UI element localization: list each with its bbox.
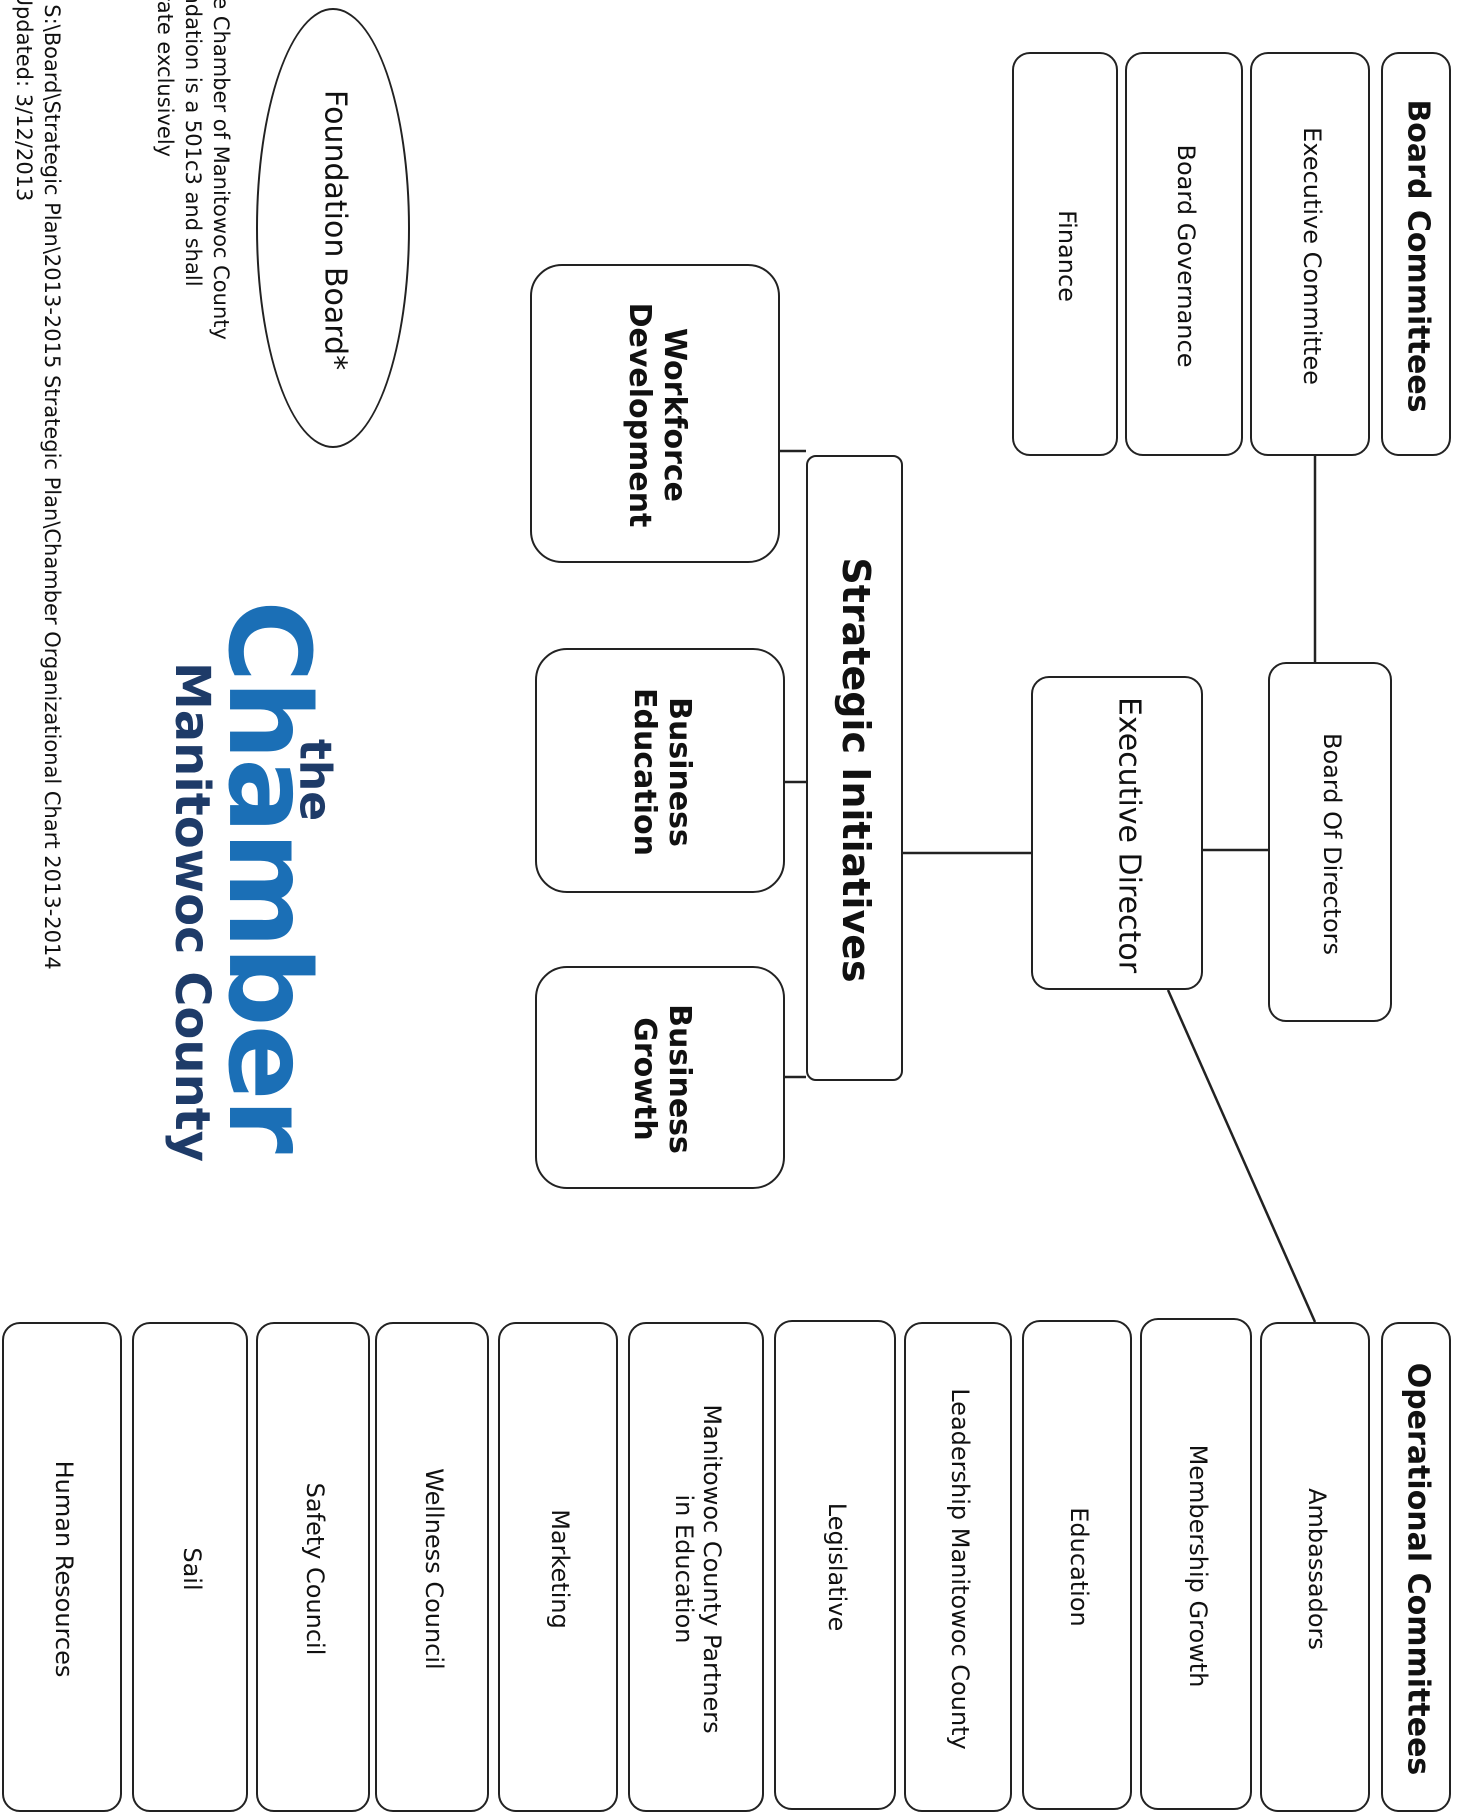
initiative-box-growth: Business Growth	[535, 966, 785, 1189]
updated-date-text: Updated: 3/12/2013	[12, 0, 36, 202]
committee-label: Executive Committee	[1298, 127, 1326, 385]
executive-director-box: Executive Director	[1031, 676, 1203, 990]
committee-label: Board Governance	[1172, 144, 1200, 368]
op-committee-label: Human Resources	[50, 1460, 78, 1678]
board-committees-header: Board Committees	[1381, 52, 1451, 456]
operational-committees-title: Operational Committees	[1400, 1362, 1436, 1776]
foundation-board-label: Foundation Board*	[317, 89, 353, 371]
logo-chamber-text: Chamber	[203, 600, 333, 1152]
foundation-footnote: * The Chamber of Manitowoc County Founda…	[153, 0, 233, 340]
op-committee-label: Education	[1065, 1507, 1093, 1627]
op-committee-label: Ambassadors	[1303, 1488, 1331, 1650]
initiative-label: Business Education	[627, 688, 697, 856]
strategic-initiatives-box: Strategic Initiatives	[806, 455, 903, 1081]
initiative-box-workforce: Workforce Development	[530, 264, 780, 563]
committee-label: Finance	[1053, 210, 1081, 302]
line-exec-director-to-operational	[1166, 989, 1317, 1323]
foundation-board-ellipse: Foundation Board*	[256, 8, 410, 448]
board-of-directors-label: Board Of Directors	[1318, 732, 1346, 956]
op-committee-box: Safety Council	[256, 1322, 370, 1812]
committee-box-executive: Executive Committee	[1250, 52, 1370, 456]
op-committee-box: Human Resources	[2, 1322, 122, 1812]
op-committee-box: Ambassadors	[1260, 1322, 1370, 1812]
op-committee-label: Marketing	[546, 1509, 574, 1629]
op-committee-box: Sail	[132, 1322, 248, 1812]
initiative-label: Workforce Development	[622, 302, 692, 528]
file-path-text: S:\Board\Strategic Plan\2013-2015 Strate…	[40, 4, 64, 970]
strategic-initiatives-title: Strategic Initiatives	[834, 557, 878, 983]
initiative-label: Business Growth	[627, 1004, 697, 1154]
op-committee-box: Legislative	[774, 1320, 896, 1810]
op-committee-box: Membership Growth	[1140, 1318, 1252, 1810]
op-committee-box: Marketing	[498, 1322, 618, 1812]
op-committee-box: Manitowoc County Partners in Education	[628, 1322, 764, 1812]
op-committee-label: Membership Growth	[1184, 1444, 1212, 1688]
op-committee-label: Safety Council	[301, 1482, 329, 1656]
op-committee-box: Wellness Council	[375, 1322, 489, 1812]
op-committee-label: Leadership Manitowoc County	[946, 1388, 974, 1750]
op-committee-box: Leadership Manitowoc County	[904, 1322, 1012, 1812]
board-of-directors-box: Board Of Directors	[1268, 662, 1392, 1022]
op-committee-label: Sail	[178, 1547, 206, 1591]
committee-box-governance: Board Governance	[1125, 52, 1243, 456]
executive-director-label: Executive Director	[1111, 696, 1147, 974]
op-committee-label: Manitowoc County Partners in Education	[670, 1404, 726, 1734]
op-committee-label: Wellness Council	[420, 1468, 448, 1670]
committee-box-finance: Finance	[1012, 52, 1118, 456]
op-committee-box: Education	[1022, 1320, 1132, 1810]
op-committee-label: Legislative	[823, 1502, 851, 1632]
board-committees-title: Board Committees	[1400, 99, 1436, 413]
operational-committees-header: Operational Committees	[1381, 1322, 1451, 1812]
logo-subtitle-text: Manitowoc County	[164, 662, 220, 1162]
initiative-box-education: Business Education	[535, 648, 785, 893]
